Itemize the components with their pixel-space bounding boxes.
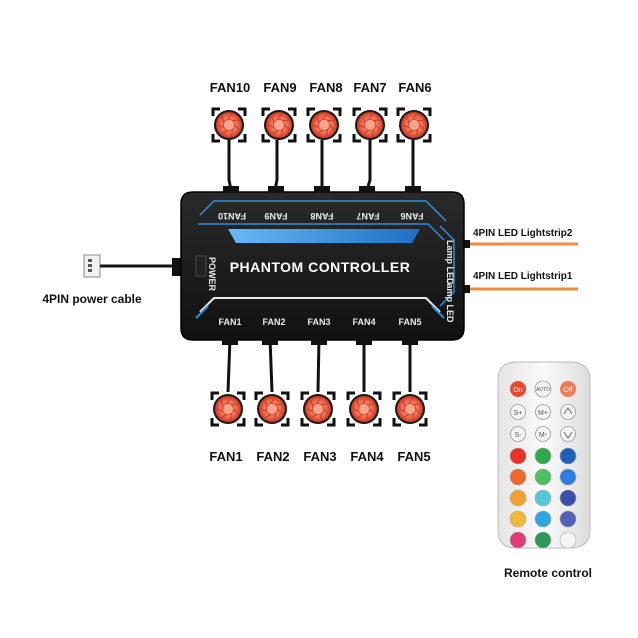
remote-control: On AUTO Off S+ M+ S- M- Remote control	[497, 361, 592, 580]
remote-mode-down-button[interactable]	[535, 426, 551, 442]
sun-down-icon	[563, 431, 573, 439]
port-label-fan1: FAN1	[218, 317, 241, 327]
controller-blue-bar	[228, 229, 420, 243]
top-fan-labels: FAN10 FAN9 FAN8 FAN7 FAN6	[210, 80, 432, 95]
port-label-fan9: FAN9	[264, 211, 287, 221]
port-label-fan7: FAN7	[356, 211, 379, 221]
remote-off-button[interactable]	[560, 381, 576, 397]
remote-brightness-down-button[interactable]	[560, 426, 576, 442]
top-fan-5	[396, 107, 432, 143]
top-fan-1	[211, 107, 247, 143]
power-cable: 4PIN power cable	[42, 254, 182, 306]
controller-side-port-labels: Lamp LED Lamp LED	[445, 240, 455, 323]
remote-color-button-light-green[interactable]	[534, 468, 552, 486]
lightstrip1-label: 4PIN LED Lightstrip1	[473, 271, 573, 282]
remote-auto-button[interactable]	[534, 380, 552, 398]
bottom-fan-1	[210, 391, 246, 427]
remote-speed-up-button[interactable]	[510, 404, 526, 420]
remote-color-button-dark-green[interactable]	[534, 531, 552, 549]
remote-color-button-violet[interactable]	[559, 510, 577, 528]
fan-label-fan9: FAN9	[263, 80, 296, 95]
remote-mode-down-label: M-	[539, 432, 548, 439]
remote-color-button-cyan[interactable]	[534, 489, 552, 507]
port-label-fan2: FAN2	[262, 317, 285, 327]
fan-label-fan3: FAN3	[303, 449, 336, 464]
top-fan-3	[306, 107, 342, 143]
top-fans	[211, 107, 432, 143]
fan-label-fan2: FAN2	[256, 449, 289, 464]
remote-color-button-sky[interactable]	[534, 510, 552, 528]
fan-label-fan8: FAN8	[309, 80, 342, 95]
remote-color-button-red[interactable]	[509, 447, 527, 465]
power-port-label: POWER	[207, 257, 217, 292]
remote-mode-up-button[interactable]	[535, 404, 551, 420]
remote-color-button-light-blue[interactable]	[559, 468, 577, 486]
remote-label: Remote control	[504, 566, 592, 580]
bottom-fan-cables	[226, 337, 412, 393]
remote-color-button-blue[interactable]	[559, 447, 577, 465]
remote-color-button-orange[interactable]	[509, 468, 527, 486]
sun-up-icon	[563, 407, 573, 415]
side-port-label-2: Lamp LED	[445, 240, 455, 285]
remote-off-label: Off	[563, 387, 572, 394]
remote-color-button-amber[interactable]	[509, 489, 527, 507]
lightstrip-cables: 4PIN LED Lightstrip2 4PIN LED Lightstrip…	[462, 228, 578, 293]
bottom-fan-2	[254, 391, 290, 427]
port-label-fan4: FAN4	[352, 317, 375, 327]
top-fan-2	[261, 107, 297, 143]
remote-speed-down-button[interactable]	[510, 426, 526, 442]
remote-color-button-pink[interactable]	[509, 531, 527, 549]
fan-label-fan6: FAN6	[398, 80, 431, 95]
remote-speed-down-label: S-	[515, 432, 523, 439]
fan-label-fan10: FAN10	[210, 80, 250, 95]
remote-color-button-green[interactable]	[534, 447, 552, 465]
remote-color-buttons	[509, 447, 577, 549]
top-fan-4	[352, 107, 388, 143]
bottom-fan-4	[346, 391, 382, 427]
bottom-fans	[210, 391, 428, 427]
remote-speed-up-label: S+	[514, 410, 523, 417]
bottom-fan-3	[300, 391, 336, 427]
port-label-fan8: FAN8	[310, 211, 333, 221]
controller-title: PHANTOM CONTROLLER	[230, 259, 411, 275]
bottom-fan-5	[392, 391, 428, 427]
top-fan-cables	[227, 140, 415, 191]
remote-color-button-white[interactable]	[559, 531, 577, 549]
remote-auto-label: AUTO	[536, 387, 550, 393]
remote-brightness-up-button[interactable]	[560, 404, 576, 420]
controller-top-port-labels: FAN10 FAN9 FAN8 FAN7 FAN6	[218, 211, 424, 221]
remote-mode-up-label: M+	[538, 410, 548, 417]
port-label-fan5: FAN5	[398, 317, 421, 327]
fan-label-fan7: FAN7	[353, 80, 386, 95]
bottom-fan-labels: FAN1 FAN2 FAN3 FAN4 FAN5	[209, 449, 430, 464]
remote-on-button[interactable]	[510, 381, 526, 397]
lightstrip2-label: 4PIN LED Lightstrip2	[473, 228, 573, 239]
side-port-label-1: Lamp LED	[445, 278, 455, 323]
port-label-fan6: FAN6	[400, 211, 423, 221]
fan-label-fan5: FAN5	[397, 449, 430, 464]
remote-on-label: On	[513, 387, 522, 394]
port-label-fan3: FAN3	[307, 317, 330, 327]
fan-label-fan1: FAN1	[209, 449, 242, 464]
port-label-fan10: FAN10	[218, 211, 246, 221]
phantom-controller: FAN10 FAN9 FAN8 FAN7 FAN6 PHANTOM CONTRO…	[180, 186, 465, 345]
controller-bottom-port-labels: FAN1 FAN2 FAN3 FAN4 FAN5	[218, 317, 421, 327]
remote-color-button-indigo[interactable]	[559, 489, 577, 507]
power-cable-label: 4PIN power cable	[42, 292, 142, 306]
remote-color-button-yellow[interactable]	[509, 510, 527, 528]
fan-label-fan4: FAN4	[350, 449, 384, 464]
